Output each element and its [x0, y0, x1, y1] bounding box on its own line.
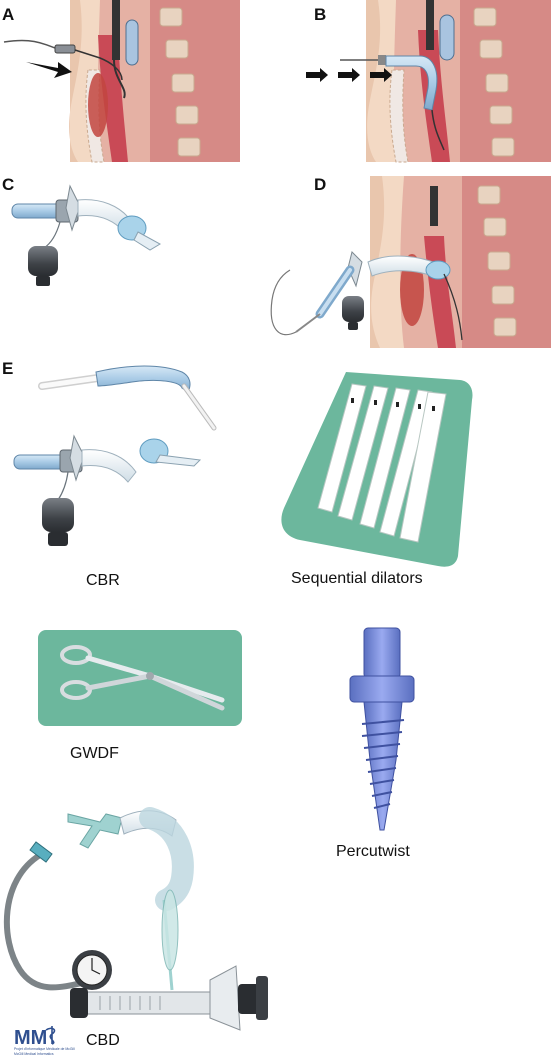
- mm-logo: MM Projet d'Informatique Médicale de McG…: [14, 1026, 75, 1056]
- panel-label-a: A: [2, 5, 14, 24]
- logo-mark: MM: [14, 1027, 47, 1049]
- caption-gwdf: GWDF: [70, 745, 119, 762]
- cbd-illustration: [3, 807, 268, 1031]
- panel-b-illustration: [306, 0, 551, 163]
- panel-c-illustration: [11, 184, 162, 286]
- dilators-illustration: [281, 372, 473, 567]
- caption-dilators: Sequential dilators: [291, 570, 423, 587]
- panel-label-c: C: [2, 175, 14, 194]
- panel-label-e: E: [2, 359, 13, 378]
- gwdf-illustration: [38, 630, 242, 726]
- caption-cbr: CBR: [86, 572, 120, 589]
- caption-percutwist: Percutwist: [336, 843, 410, 860]
- logo-line-2: McGill Medical Informatics: [14, 1052, 54, 1056]
- logo-line-1: Projet d'Informatique Médicale de McGill: [14, 1047, 75, 1051]
- cbr-illustration: [13, 365, 217, 546]
- panel-label-d: D: [314, 175, 326, 194]
- panel-d-illustration: [270, 176, 551, 348]
- caption-cbd: CBD: [86, 1032, 120, 1049]
- percutwist-illustration: [349, 627, 415, 831]
- panel-label-b: B: [314, 5, 326, 24]
- panel-a-illustration: [3, 0, 240, 163]
